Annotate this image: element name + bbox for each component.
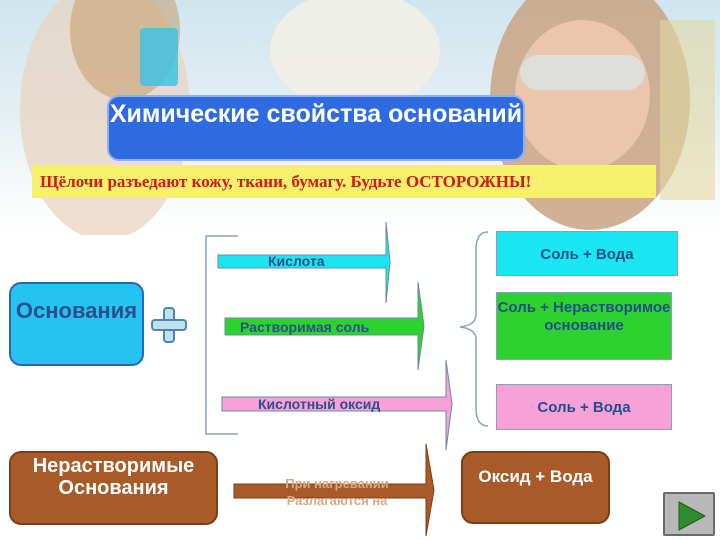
reactant-salt-label: Растворимая соль	[240, 319, 370, 335]
bases-box: Основания	[9, 282, 144, 366]
insoluble-bases-box: Нерастворимые Основания	[9, 451, 218, 525]
product-2: Соль + Нерастворимое основание	[496, 292, 672, 360]
decomposition-product: Оксид + Вода	[461, 451, 610, 524]
photo-board	[270, 0, 440, 110]
photo-tubes	[660, 20, 715, 200]
reactant-acid-label: Кислота	[268, 253, 325, 269]
slide-title: Химические свойства оснований	[107, 95, 525, 161]
arrow-oxide	[221, 359, 453, 451]
product-3: Соль + Вода	[496, 384, 672, 430]
photo-face-right	[515, 20, 650, 170]
safety-goggles-icon	[520, 55, 645, 90]
arrow-salt	[224, 281, 425, 371]
heating-label: При нагревании Разлагаются на	[285, 476, 389, 508]
left-brace	[205, 235, 238, 435]
header-photo	[0, 0, 720, 235]
product-1: Соль + Вода	[496, 231, 678, 276]
right-brace	[459, 231, 489, 427]
warning-banner: Щёлочи разъедают кожу, ткани, бумагу. Бу…	[32, 165, 656, 198]
next-slide-button[interactable]	[663, 492, 715, 536]
arrow-heating	[233, 443, 435, 537]
beaker-icon	[140, 28, 178, 86]
arrow-acid	[217, 221, 391, 304]
reactant-oxide-label: Кислотный оксид	[258, 396, 381, 412]
next-arrow-icon	[678, 501, 707, 531]
